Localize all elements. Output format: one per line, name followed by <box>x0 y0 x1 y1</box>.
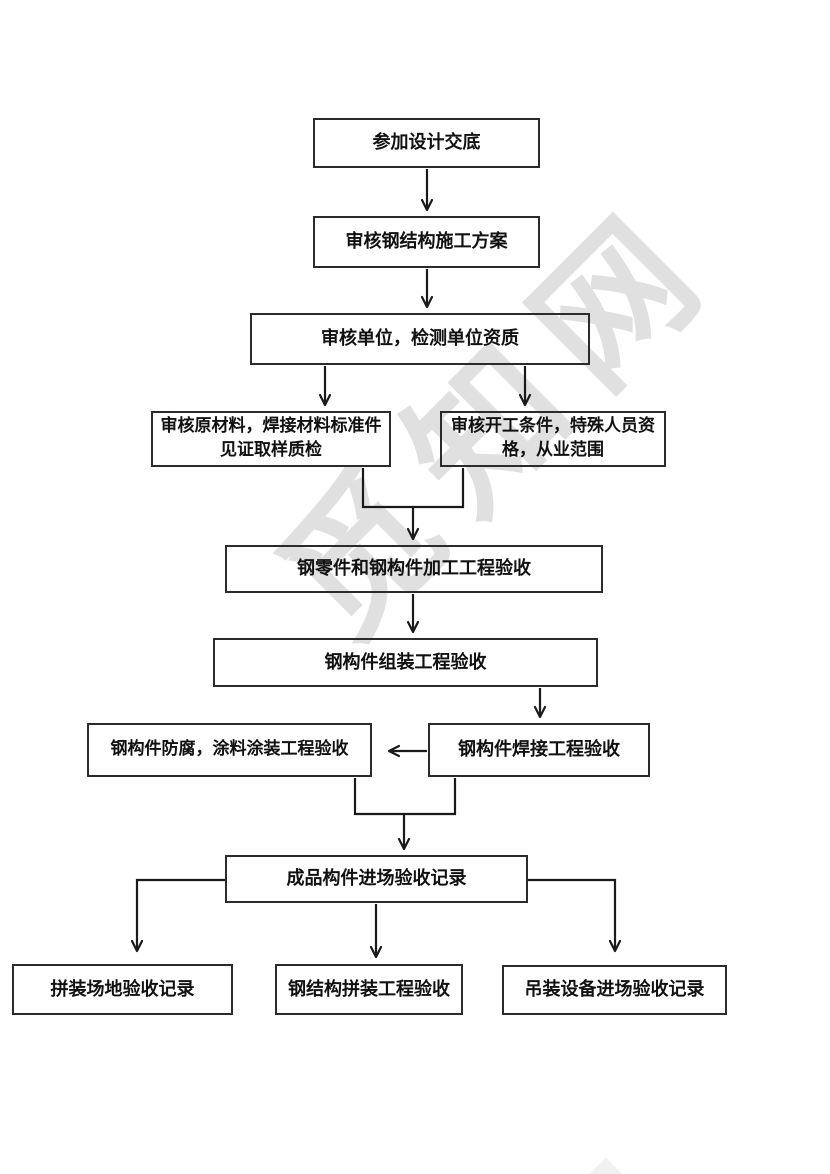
flow-node-assembly-site-record: 拼装场地验收记录 <box>12 964 233 1015</box>
flow-node-review-construction-plan: 审核钢结构施工方案 <box>313 216 540 268</box>
branch-finished-to-hoisting <box>528 878 622 953</box>
flow-node-label: 钢构件焊接工程验收 <box>458 739 620 761</box>
merge-bracket-materials-conditions <box>361 468 465 509</box>
flow-node-parts-processing-acceptance: 钢零件和钢构件加工工程验收 <box>225 545 603 593</box>
flow-node-hoisting-equipment-record: 吊装设备进场验收记录 <box>502 965 727 1015</box>
flow-node-label: 拼装场地验收记录 <box>50 978 195 1000</box>
flow-node-label: 审核原材料，焊接材料标准件见证取样质检 <box>160 416 382 460</box>
flow-node-label: 参加设计交底 <box>372 132 481 154</box>
flow-node-review-unit-qualifications: 审核单位，检测单位资质 <box>250 313 590 365</box>
flow-node-design-briefing: 参加设计交底 <box>313 118 540 168</box>
flow-node-review-raw-materials: 审核原材料，焊接材料标准件见证取样质检 <box>151 411 391 467</box>
flow-node-label: 钢结构拼装工程验收 <box>288 978 450 1000</box>
flow-node-review-start-conditions: 审核开工条件，特殊人员资格，从业范围 <box>440 411 666 467</box>
flow-node-steel-assembly-acceptance: 钢结构拼装工程验收 <box>275 964 463 1015</box>
flow-node-label: 钢构件组装工程验收 <box>324 651 487 673</box>
flow-node-label: 吊装设备进场验收记录 <box>524 979 705 1001</box>
flow-node-anticorrosion-coating-acceptance: 钢构件防腐，涂料涂装工程验收 <box>87 723 372 777</box>
flow-node-label: 钢构件防腐，涂料涂装工程验收 <box>110 739 349 760</box>
flow-node-welding-acceptance: 钢构件焊接工程验收 <box>428 723 650 777</box>
flow-node-label: 成品构件进场验收记录 <box>286 868 467 890</box>
flow-node-label: 审核单位，检测单位资质 <box>321 328 519 350</box>
flow-node-label: 审核开工条件，特殊人员资格，从业范围 <box>451 416 655 460</box>
branch-finished-to-site <box>130 878 225 953</box>
flow-node-assembly-acceptance: 钢构件组装工程验收 <box>213 638 598 687</box>
flow-node-finished-components-record: 成品构件进场验收记录 <box>225 855 528 903</box>
flow-node-label: 钢零件和钢构件加工工程验收 <box>297 558 531 580</box>
flow-node-label: 审核钢结构施工方案 <box>345 231 508 253</box>
merge-bracket-coating-welding <box>353 778 457 816</box>
